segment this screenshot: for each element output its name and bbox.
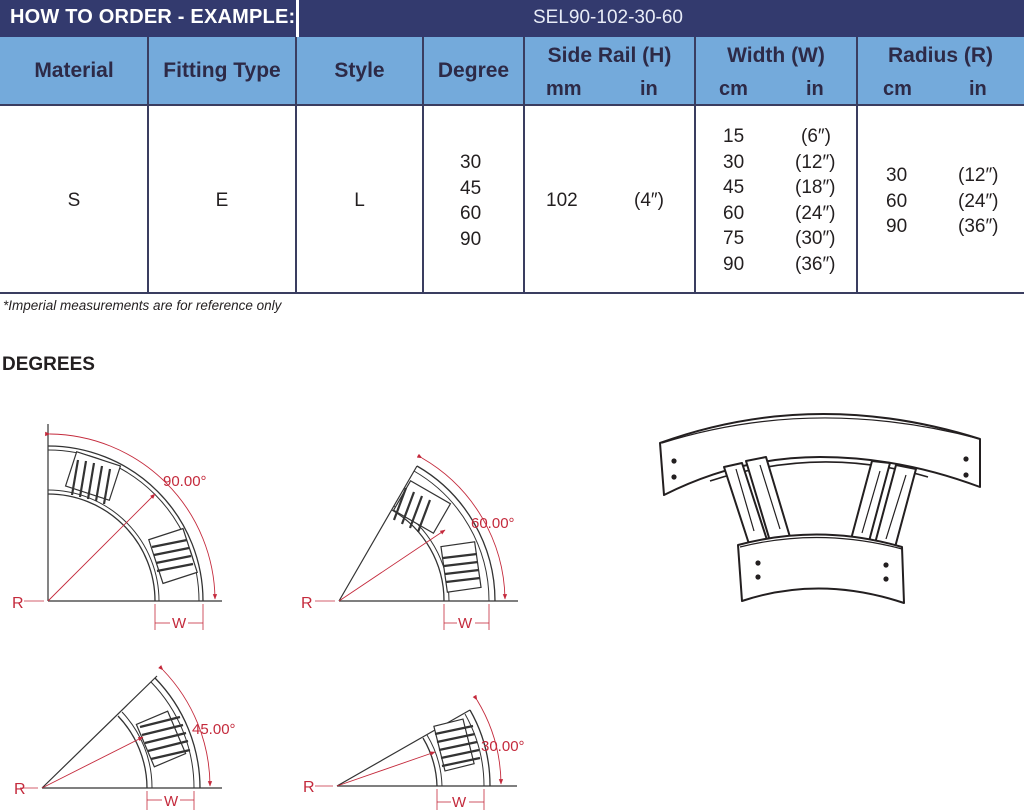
column-divider	[422, 37, 424, 294]
order-example-bar: HOW TO ORDER - EXAMPLE: SEL90-102-30-60	[0, 0, 1024, 37]
header-fitting-type-label: Fitting Type	[163, 59, 281, 82]
width-label: W	[164, 793, 179, 810]
width-in-option: (30″)	[795, 228, 836, 249]
width-label: W	[172, 615, 187, 632]
width-in-option: (18″)	[795, 177, 836, 198]
header-radius: Radius (R) cm in	[857, 37, 1024, 106]
width-cm-option: 15	[723, 126, 745, 147]
radius-in-option: (24″)	[958, 190, 999, 212]
column-divider	[694, 37, 696, 294]
width-in-option: (6″)	[801, 126, 831, 147]
header-radius-cm: cm	[883, 78, 912, 100]
diagram-60-degree: 60.00° R W	[301, 453, 518, 632]
header-width-label: Width (W)	[727, 44, 825, 67]
header-material-label: Material	[34, 59, 114, 82]
material-value: S	[67, 190, 81, 211]
style-value: L	[354, 190, 365, 211]
example-part-code: SEL90-102-30-60	[533, 7, 683, 28]
header-radius-in: in	[969, 78, 987, 100]
degree-option: 60	[460, 203, 482, 224]
width-cm-option: 30	[723, 151, 745, 173]
diagram-45-degree: 45.00° R W	[14, 665, 236, 810]
header-radius-label: Radius (R)	[888, 44, 993, 67]
width-in-values: (6″) (12″) (18″) (24″) (30″) (36″)	[795, 124, 836, 277]
diagram-90-degree: 90.00° R W	[12, 424, 222, 632]
width-in-option: (12″)	[795, 151, 836, 173]
side-rail-mm-value: 102	[546, 190, 578, 211]
header-degree: Degree	[423, 37, 524, 106]
angle-label-90: 90.00°	[163, 473, 207, 490]
angle-label-60: 60.00°	[471, 515, 515, 532]
diagram-30-degree: 30.00° R W	[303, 694, 525, 810]
column-divider	[523, 37, 525, 294]
header-degree-label: Degree	[437, 59, 510, 82]
side-rail-in-value: (4″)	[634, 190, 664, 211]
radius-in-option: (12″)	[958, 165, 999, 186]
width-cm-option: 45	[723, 177, 745, 198]
title-divider	[296, 0, 299, 37]
order-title: HOW TO ORDER - EXAMPLE:	[10, 6, 296, 28]
width-in-option: (24″)	[795, 202, 836, 224]
radius-label: R	[301, 595, 313, 612]
degree-option: 90	[460, 228, 482, 250]
width-in-option: (36″)	[795, 253, 836, 275]
degree-option: 45	[460, 177, 482, 199]
column-divider	[295, 37, 297, 294]
angle-label-45: 45.00°	[192, 721, 236, 738]
header-side-rail-in: in	[640, 78, 658, 100]
radius-cm-option: 30	[886, 165, 908, 186]
radius-cm-values: 30 60 90	[886, 163, 907, 240]
header-style: Style	[296, 37, 423, 106]
width-label: W	[458, 615, 473, 632]
radius-label: R	[303, 779, 315, 796]
radius-in-values: (12″) (24″) (36″)	[958, 163, 999, 240]
degree-option: 30	[460, 152, 482, 173]
radius-label: R	[12, 595, 24, 612]
header-side-rail-mm: mm	[546, 78, 582, 100]
width-cm-option: 75	[723, 228, 745, 249]
width-cm-values: 15 30 45 60 75 90	[723, 124, 744, 277]
angle-label-30: 30.00°	[481, 738, 525, 755]
radius-cm-option: 60	[886, 190, 908, 212]
header-side-rail: Side Rail (H) mm in	[524, 37, 695, 106]
width-label: W	[452, 794, 467, 810]
column-divider	[147, 37, 149, 294]
header-width-cm: cm	[719, 78, 748, 100]
imperial-footnote: *Imperial measurements are for reference…	[3, 298, 282, 313]
width-cm-option: 60	[723, 202, 745, 224]
degree-values: 30 45 60 90	[460, 150, 481, 252]
header-style-label: Style	[334, 59, 385, 82]
radius-label: R	[14, 781, 26, 798]
cable-tray-elbow-illustration	[659, 412, 981, 604]
header-side-rail-label: Side Rail (H)	[547, 44, 672, 67]
header-width-in: in	[806, 78, 824, 100]
header-width: Width (W) cm in	[695, 37, 857, 106]
fitting-type-value: E	[215, 190, 229, 211]
header-fitting-type: Fitting Type	[148, 37, 296, 106]
degrees-heading: DEGREES	[2, 354, 95, 375]
header-bottom-rule	[0, 104, 1024, 106]
radius-cm-option: 90	[886, 216, 908, 237]
header-material: Material	[0, 37, 148, 106]
column-divider	[856, 37, 858, 294]
width-cm-option: 90	[723, 253, 745, 275]
radius-in-option: (36″)	[958, 216, 999, 237]
table-bottom-rule	[0, 292, 1024, 294]
